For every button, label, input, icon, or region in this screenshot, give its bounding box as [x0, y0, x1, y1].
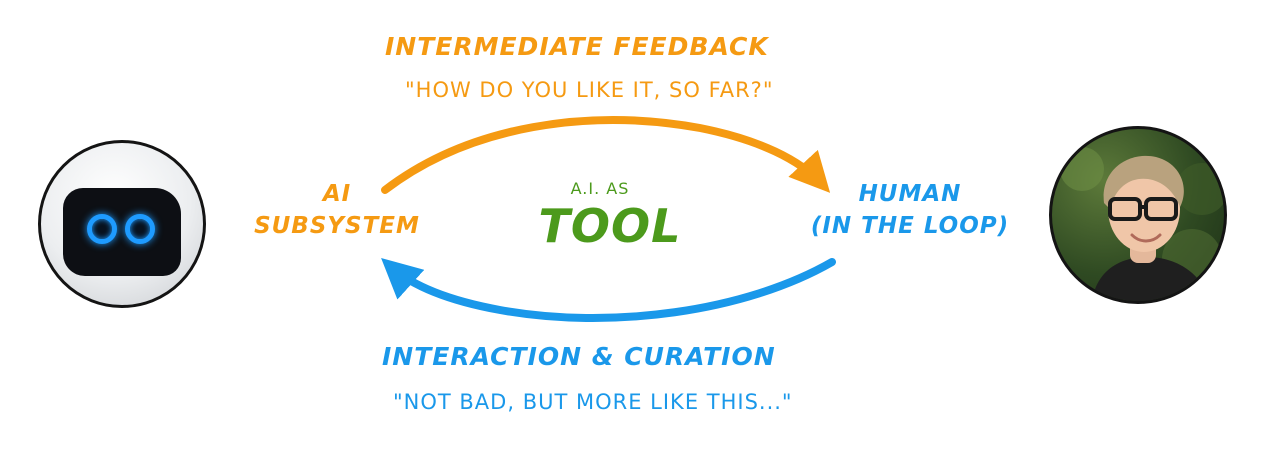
human-in-the-loop-label: HUMAN (IN THE LOOP): [776, 178, 1044, 242]
ai-label-line1: AI: [322, 181, 352, 207]
robot-face: [63, 188, 181, 276]
intermediate-feedback-quote: "HOW DO YOU LIKE IT, SO FAR?": [405, 78, 774, 102]
human-photo-avatar-icon: [1049, 126, 1227, 304]
human-label-line2: (IN THE LOOP): [810, 213, 1010, 239]
human-portrait-illustration: [1060, 147, 1224, 301]
ai-subsystem-label: AI SUBSYSTEM: [222, 178, 452, 242]
ai-as-label: A.I. AS: [570, 179, 630, 198]
blue-arrow-human-to-ai: [381, 257, 836, 323]
interaction-curation-title: INTERACTION & CURATION: [382, 342, 776, 371]
robot-avatar-icon: [38, 140, 206, 308]
ai-label-line2: SUBSYSTEM: [254, 213, 420, 239]
tool-label: TOOL: [538, 199, 682, 253]
robot-eye-right-icon: [125, 214, 155, 244]
interaction-curation-quote: "NOT BAD, BUT MORE LIKE THIS...": [393, 390, 793, 414]
robot-eye-left-icon: [87, 214, 117, 244]
intermediate-feedback-title: INTERMEDIATE FEEDBACK: [385, 32, 769, 61]
orange-arrow-ai-to-human: [381, 116, 831, 194]
human-label-line1: HUMAN: [858, 181, 962, 207]
